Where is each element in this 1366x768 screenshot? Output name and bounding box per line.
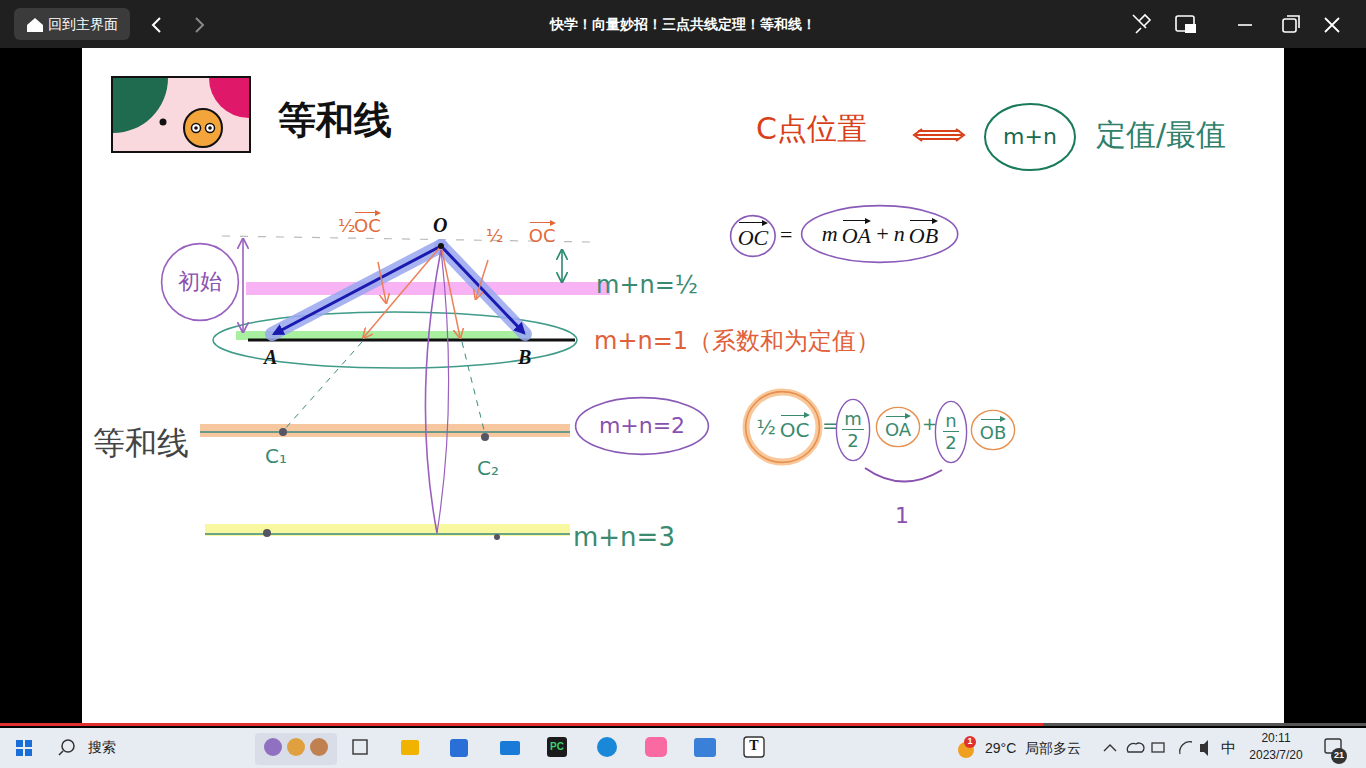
app-icon-text: PC xyxy=(550,741,564,753)
vector-text: OC xyxy=(529,221,556,247)
date-text: 2023/7/20 xyxy=(1249,749,1302,763)
node-text: m+n=2 xyxy=(599,414,685,438)
node-text: n xyxy=(943,411,958,432)
coefficient-ellipse: n2 xyxy=(934,400,968,464)
note-circle: 初始 xyxy=(160,242,240,322)
vector-circle: ½OC xyxy=(744,390,821,464)
node-text: 初始 xyxy=(178,270,222,294)
node-outline xyxy=(934,400,968,464)
point-label: C₁ xyxy=(265,445,287,468)
node-text: + xyxy=(875,222,890,246)
node-text: 2 xyxy=(847,431,858,451)
sum-number: 1 xyxy=(895,503,909,528)
highlight-circle: m+n xyxy=(983,102,1077,172)
point-label: O xyxy=(433,214,447,237)
node-text: n xyxy=(894,222,905,246)
node-text: OC xyxy=(738,221,769,250)
vector-circle: OC xyxy=(729,214,777,258)
vector-text: OC xyxy=(354,211,381,237)
equals-sign: = xyxy=(780,222,792,247)
equation-text: m+n=1（系数和为定值） xyxy=(594,328,880,356)
search-text: 搜索 xyxy=(88,739,116,755)
note-text: 等和线 xyxy=(93,425,189,462)
window-title: 快学！向量妙招！三点共线定理！等和线！ xyxy=(550,16,816,32)
node-text: OB xyxy=(980,418,1007,443)
node-outline xyxy=(835,398,871,462)
node-text: ½ xyxy=(756,416,775,438)
badge-number: 1 xyxy=(967,736,972,746)
slide-title: 等和线 xyxy=(278,95,392,146)
formula-ellipse: mOA+nOB xyxy=(800,204,959,264)
ime-text: 中 xyxy=(1221,739,1236,756)
badge-number: 21 xyxy=(1334,750,1344,760)
node-text: OB xyxy=(909,219,938,248)
point-label: A xyxy=(264,346,277,369)
weather-text: 局部多云 xyxy=(1025,740,1081,756)
node-text: m xyxy=(842,409,864,430)
point-label: B xyxy=(518,346,531,369)
node-text: m+n xyxy=(1003,125,1057,149)
vector-circle: OA xyxy=(875,406,921,448)
node-text: OA xyxy=(842,219,871,248)
note-text: C点位置 xyxy=(756,112,867,147)
node-text: m xyxy=(822,222,838,246)
fraction-text: ½ xyxy=(486,226,503,247)
fraction-text: ½ xyxy=(338,216,355,237)
node-text: OA xyxy=(885,415,911,440)
equation-text: m+n=½ xyxy=(596,272,698,300)
vector-circle: OB xyxy=(970,409,1016,451)
equation-text: m+n=3 xyxy=(573,523,675,553)
node-text: OC xyxy=(780,414,810,441)
clock-text: 20:11 xyxy=(1261,732,1290,746)
node-text: 2 xyxy=(945,433,956,453)
coefficient-ellipse: m2 xyxy=(835,398,871,462)
home-button-text: 回到主界面 xyxy=(48,16,118,32)
app-icon-text: T xyxy=(749,738,758,754)
weather-text: 29°C xyxy=(985,740,1016,756)
equation-ellipse: m+n=2 xyxy=(574,396,710,456)
note-text: 定值/最值 xyxy=(1096,118,1226,153)
point-label: C₂ xyxy=(477,457,499,480)
